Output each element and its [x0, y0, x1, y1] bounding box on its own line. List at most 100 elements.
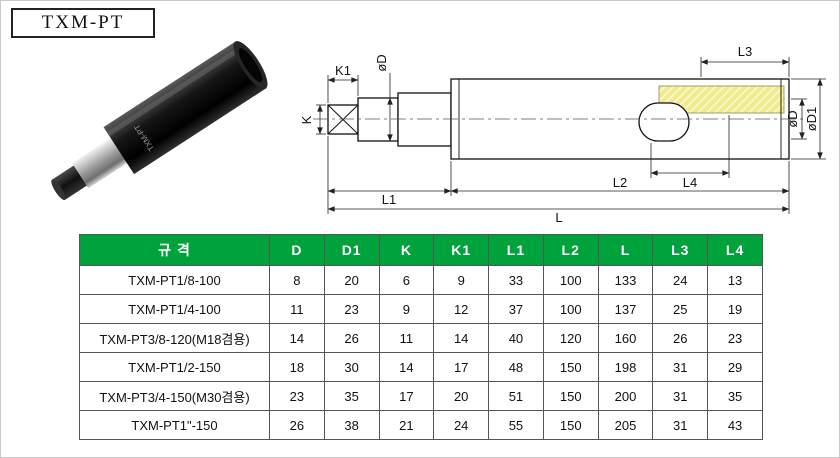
- spec-value-cell: 51: [488, 381, 544, 411]
- spec-value-cell: 35: [707, 381, 763, 411]
- spec-value-cell: 21: [378, 410, 435, 440]
- spec-value-cell: 137: [597, 294, 654, 324]
- spec-value-cell: 24: [652, 265, 709, 295]
- spec-model-cell: TXM-PT3/4-150(M30겸용): [79, 381, 270, 411]
- slot-hole: [638, 102, 690, 142]
- spec-value-cell: 120: [542, 323, 599, 353]
- spec-col-header: D: [269, 234, 325, 266]
- spec-value-cell: 13: [707, 265, 763, 295]
- spec-col-header: L2: [542, 234, 599, 266]
- spec-value-cell: 198: [597, 352, 654, 382]
- spec-col-header: K1: [433, 234, 490, 266]
- tool-bore: [238, 48, 263, 83]
- spec-value-cell: 31: [652, 352, 709, 382]
- dim-label-d-left: øD: [374, 54, 389, 71]
- spec-value-cell: 33: [488, 265, 544, 295]
- spec-value-cell: 14: [269, 323, 325, 353]
- spec-model-cell: TXM-PT1"-150: [79, 410, 270, 440]
- spec-value-cell: 26: [269, 410, 325, 440]
- spec-value-cell: 11: [378, 323, 435, 353]
- spec-value-cell: 48: [488, 352, 544, 382]
- spec-col-header: L1: [488, 234, 544, 266]
- tool-body: [103, 41, 267, 175]
- dim-label-l3: L3: [738, 44, 752, 59]
- spec-value-cell: 40: [488, 323, 544, 353]
- spec-col-header-model: 규 격: [79, 234, 270, 266]
- product-title-box: TXM-PT: [11, 8, 155, 38]
- spec-value-cell: 26: [652, 323, 709, 353]
- spec-model-cell: TXM-PT3/8-120(M18겸용): [79, 323, 270, 353]
- spec-value-cell: 205: [597, 410, 654, 440]
- spec-value-cell: 150: [542, 410, 599, 440]
- dim-label-k: K: [299, 115, 314, 124]
- spec-value-cell: 160: [597, 323, 654, 353]
- dimension-drawing: K K1 øD L3 øD øD1 L4 L1 L2 L: [299, 44, 826, 225]
- tool-pilot-silver: [72, 137, 128, 189]
- dimension-lines: [316, 57, 826, 214]
- dim-label-l: L: [555, 210, 562, 225]
- spec-value-cell: 43: [707, 410, 763, 440]
- spec-value-cell: 12: [433, 294, 490, 324]
- spec-value-cell: 150: [542, 352, 599, 382]
- spec-model-cell: TXM-PT1/2-150: [79, 352, 270, 382]
- spec-value-cell: 35: [323, 381, 380, 411]
- dim-label-l1: L1: [382, 192, 396, 207]
- spec-value-cell: 8: [269, 265, 325, 295]
- spec-value-cell: 18: [269, 352, 325, 382]
- dimension-labels: K K1 øD L3 øD øD1 L4 L1 L2 L: [299, 44, 819, 225]
- spec-value-cell: 100: [542, 265, 599, 295]
- spec-value-cell: 38: [323, 410, 380, 440]
- spec-col-header: D1: [323, 234, 380, 266]
- spec-value-cell: 11: [269, 294, 325, 324]
- spec-value-cell: 20: [433, 381, 490, 411]
- spec-value-cell: 25: [652, 294, 709, 324]
- spec-value-cell: 17: [378, 381, 435, 411]
- spec-value-cell: 100: [542, 294, 599, 324]
- spec-value-cell: 37: [488, 294, 544, 324]
- spec-col-header: K: [378, 234, 435, 266]
- spec-value-cell: 30: [323, 352, 380, 382]
- spec-value-cell: 200: [597, 381, 654, 411]
- spec-col-header: L: [597, 234, 654, 266]
- spec-value-cell: 24: [433, 410, 490, 440]
- spec-value-cell: 23: [269, 381, 325, 411]
- spec-value-cell: 31: [652, 381, 709, 411]
- spec-value-cell: 14: [433, 323, 490, 353]
- dim-label-l2: L2: [613, 175, 627, 190]
- square-end-cross: [327, 104, 359, 135]
- spec-model-cell: TXM-PT1/4-100: [79, 294, 270, 324]
- spec-value-cell: 29: [707, 352, 763, 382]
- spec-value-cell: 9: [433, 265, 490, 295]
- spec-value-cell: 55: [488, 410, 544, 440]
- spec-value-cell: 17: [433, 352, 490, 382]
- product-photo: TXM-PT: [51, 41, 268, 201]
- tool-body-highlight: [106, 46, 243, 137]
- spec-model-cell: TXM-PT1/8-100: [79, 265, 270, 295]
- spec-value-cell: 150: [542, 381, 599, 411]
- tool-tip-face: [51, 179, 66, 201]
- spec-col-header: L3: [652, 234, 709, 266]
- spec-value-cell: 20: [323, 265, 380, 295]
- spec-value-cell: 23: [323, 294, 380, 324]
- spec-value-cell: 6: [378, 265, 435, 295]
- spec-col-header: L4: [707, 234, 763, 266]
- spec-value-cell: 31: [652, 410, 709, 440]
- dim-label-d-right: øD: [785, 110, 800, 127]
- dim-label-l4: L4: [683, 175, 697, 190]
- dim-label-k1: K1: [335, 63, 351, 78]
- spec-value-cell: 14: [378, 352, 435, 382]
- spec-value-cell: 133: [597, 265, 654, 295]
- spec-value-cell: 26: [323, 323, 380, 353]
- spec-value-cell: 9: [378, 294, 435, 324]
- dim-label-d1-right: øD1: [804, 107, 819, 132]
- product-title: TXM-PT: [41, 12, 125, 33]
